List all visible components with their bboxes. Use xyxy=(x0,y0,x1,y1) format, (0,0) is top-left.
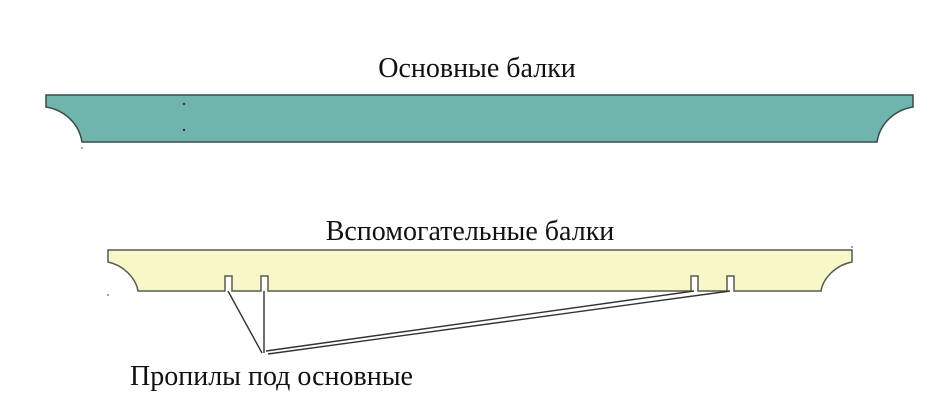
cuts-label: Пропилы под основные xyxy=(130,361,413,392)
aux-beams-title: Вспомогательные балки xyxy=(326,216,615,247)
main-beams-title: Основные балки xyxy=(378,53,576,84)
aux-beam xyxy=(107,249,853,292)
aux-beam-mark xyxy=(107,294,109,296)
main-beam-mark xyxy=(81,147,83,149)
main-beam xyxy=(45,94,914,143)
cut-leader-lines xyxy=(227,290,731,355)
aux-beam-mark xyxy=(851,246,853,248)
leader-line xyxy=(227,290,263,354)
main-beam-mark xyxy=(182,128,186,132)
leader-line xyxy=(265,290,695,352)
main-beam-mark xyxy=(182,102,186,106)
leader-line xyxy=(267,290,731,355)
